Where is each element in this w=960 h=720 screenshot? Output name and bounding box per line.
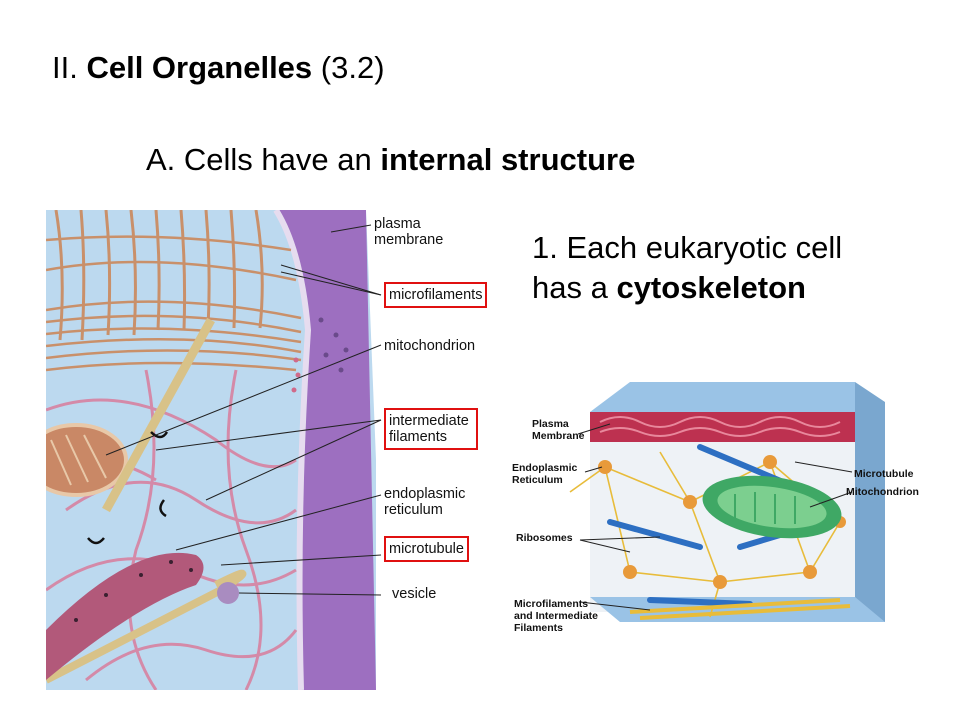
- title-prefix: II.: [52, 50, 87, 85]
- label-plasma-membrane-3d: Plasma Membrane: [532, 418, 585, 442]
- cell-illustration: [46, 210, 382, 690]
- point-bold: cytoskeleton: [616, 270, 806, 305]
- title-suffix: (3.2): [312, 50, 385, 85]
- cytoskeleton-cube-figure: Plasma Membrane Endoplasmic Reticulum Ri…: [510, 372, 930, 672]
- label-microtubule: microtubule: [384, 536, 469, 562]
- point-line-2: has a cytoskeleton: [532, 268, 932, 308]
- label-microfilaments: microfilaments: [384, 282, 488, 308]
- label-endoplasmic-reticulum-3d: Endoplasmic Reticulum: [512, 462, 578, 486]
- label-mitochondrion: mitochondrion: [384, 338, 476, 354]
- slide-subtitle: A. Cells have an internal structure: [146, 140, 635, 180]
- label-plasma-membrane: plasma membrane: [374, 216, 444, 248]
- label-intermediate-filaments: intermediate filaments: [384, 408, 478, 450]
- label-vesicle: vesicle: [392, 586, 437, 602]
- subtitle-bold: internal structure: [380, 142, 636, 177]
- slide-title: II. Cell Organelles (3.2): [52, 48, 385, 88]
- subtitle-prefix: A. Cells have an: [146, 142, 381, 177]
- cell-cross-section-figure: plasma membrane microfilaments mitochond…: [46, 210, 501, 690]
- cube-illustration: [569, 382, 885, 622]
- label-ribosomes-3d: Ribosomes: [516, 532, 573, 544]
- point-line-1: 1. Each eukaryotic cell: [532, 230, 843, 265]
- label-microtubule-3d: Microtubule: [854, 468, 914, 480]
- title-bold: Cell Organelles: [86, 50, 313, 85]
- label-mitochondrion-3d: Mitochondrion: [846, 486, 919, 498]
- bullet-point: 1. Each eukaryotic cell has a cytoskelet…: [532, 228, 932, 308]
- label-endoplasmic-reticulum: endoplasmic reticulum: [384, 486, 466, 518]
- label-microfilaments-intermediate-3d: Microfilaments and Intermediate Filament…: [514, 598, 599, 634]
- point-prefix: has a: [532, 270, 617, 305]
